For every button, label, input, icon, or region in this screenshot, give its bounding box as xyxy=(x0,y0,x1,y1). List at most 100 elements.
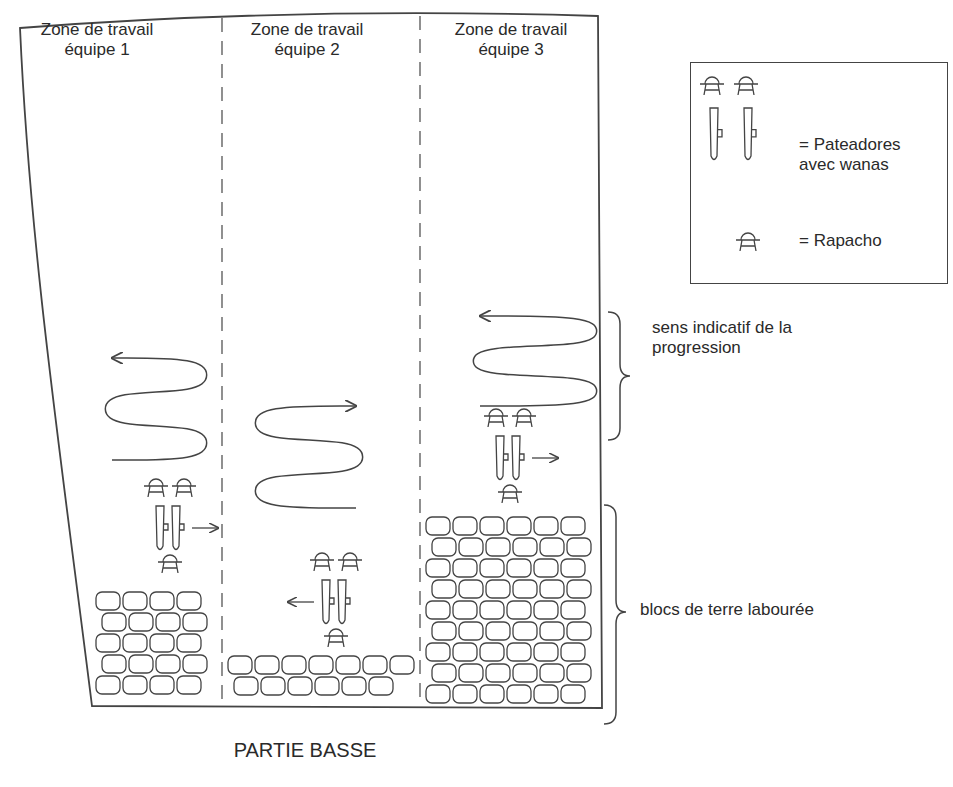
earth-block xyxy=(129,655,153,673)
earth-block xyxy=(129,613,153,631)
earth-block xyxy=(513,580,537,598)
earth-block xyxy=(102,613,126,631)
rapacho-icon xyxy=(734,77,758,95)
earth-block xyxy=(453,685,477,703)
zone-label: Zone de travail équipe 1 xyxy=(22,20,172,61)
earth-block xyxy=(123,634,147,652)
earth-block xyxy=(453,601,477,619)
earth-block xyxy=(123,592,147,610)
direction-arrow xyxy=(532,457,558,458)
earth-block xyxy=(183,613,207,631)
earth-block xyxy=(561,559,585,577)
legend-text: = Pateadores avec wanas xyxy=(799,135,939,176)
zone-divider xyxy=(419,16,420,706)
zone-label: Zone de travail équipe 3 xyxy=(436,20,586,61)
earth-block xyxy=(261,677,285,695)
earth-block xyxy=(486,664,510,682)
earth-block xyxy=(567,580,591,598)
rapacho-icon xyxy=(700,77,724,95)
progression-path xyxy=(473,316,596,406)
bracket xyxy=(604,505,626,724)
earth-block xyxy=(459,664,483,682)
earth-block xyxy=(309,656,333,674)
earth-block xyxy=(432,580,456,598)
earth-block xyxy=(507,601,531,619)
earth-block xyxy=(255,656,279,674)
earth-block xyxy=(156,655,180,673)
earth-block xyxy=(426,601,450,619)
earth-block xyxy=(228,656,252,674)
pateador-icon xyxy=(156,506,168,550)
earth-block xyxy=(561,517,585,535)
earth-block xyxy=(150,676,174,694)
earth-block xyxy=(540,538,564,556)
zone-label: Zone de travail équipe 2 xyxy=(232,20,382,61)
earth-block xyxy=(150,634,174,652)
legend-box: = Pateadores avec wanas= Rapacho xyxy=(690,62,948,284)
ploughed-blocks xyxy=(96,517,591,703)
earth-block xyxy=(177,592,201,610)
earth-block xyxy=(480,517,504,535)
earth-block xyxy=(426,643,450,661)
earth-block xyxy=(507,643,531,661)
rapacho-icon xyxy=(498,485,522,503)
earth-block xyxy=(561,685,585,703)
earth-block xyxy=(336,656,360,674)
earth-block xyxy=(561,643,585,661)
earth-block xyxy=(513,664,537,682)
earth-block xyxy=(534,517,558,535)
field-outline xyxy=(20,13,602,708)
worker-figures xyxy=(144,77,760,647)
earth-block xyxy=(342,677,366,695)
earth-block xyxy=(534,559,558,577)
earth-block xyxy=(567,622,591,640)
earth-block xyxy=(534,643,558,661)
annotation: blocs de terre labourée xyxy=(640,600,870,620)
progression-paths xyxy=(105,316,596,508)
earth-block xyxy=(540,622,564,640)
area-label: PARTIE BASSE xyxy=(190,738,420,762)
earth-block xyxy=(150,592,174,610)
earth-block xyxy=(534,601,558,619)
earth-block xyxy=(390,656,414,674)
direction-arrow xyxy=(288,601,314,602)
earth-block xyxy=(507,559,531,577)
rapacho-icon xyxy=(338,553,362,571)
earth-block xyxy=(507,517,531,535)
earth-block xyxy=(480,685,504,703)
rapacho-icon xyxy=(324,629,348,647)
earth-block xyxy=(432,622,456,640)
pateador-icon xyxy=(512,436,524,480)
earth-block xyxy=(177,634,201,652)
earth-block xyxy=(369,677,393,695)
earth-block xyxy=(96,592,120,610)
earth-block xyxy=(486,538,510,556)
earth-block xyxy=(513,538,537,556)
earth-block xyxy=(567,664,591,682)
earth-block xyxy=(453,643,477,661)
earth-block xyxy=(507,685,531,703)
earth-block xyxy=(102,655,126,673)
earth-block xyxy=(459,622,483,640)
earth-block xyxy=(183,655,207,673)
earth-block xyxy=(540,664,564,682)
progression-path xyxy=(105,358,206,460)
pateador-icon xyxy=(496,436,508,480)
earth-block xyxy=(540,580,564,598)
earth-block xyxy=(432,664,456,682)
earth-block xyxy=(453,517,477,535)
earth-block xyxy=(234,677,258,695)
pateador-icon xyxy=(322,580,334,624)
earth-block xyxy=(315,677,339,695)
rapacho-icon xyxy=(484,409,508,427)
earth-block xyxy=(426,517,450,535)
rapacho-icon xyxy=(158,555,182,573)
rapacho-icon xyxy=(144,479,168,497)
earth-block xyxy=(123,676,147,694)
earth-block xyxy=(282,656,306,674)
earth-block xyxy=(486,622,510,640)
earth-block xyxy=(288,677,312,695)
direction-arrow xyxy=(192,527,218,528)
rapacho-icon xyxy=(736,233,760,251)
